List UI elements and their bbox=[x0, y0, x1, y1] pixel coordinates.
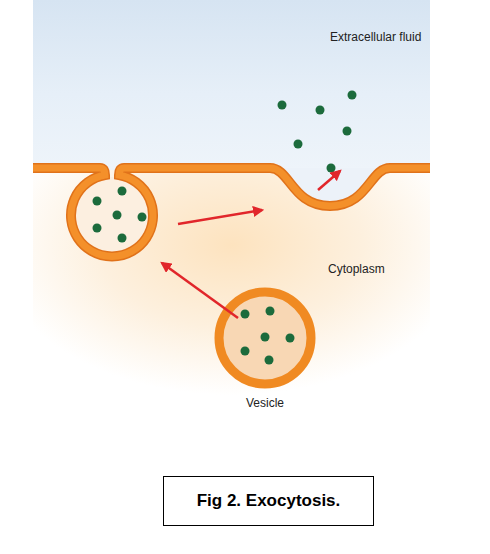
cargo-molecule bbox=[93, 197, 102, 206]
process-arrow bbox=[178, 210, 262, 224]
cargo-molecule bbox=[118, 187, 127, 196]
figure-caption: Fig 2. Exocytosis. bbox=[163, 476, 374, 526]
cargo-molecule bbox=[93, 224, 102, 233]
cargo-molecule bbox=[138, 213, 147, 222]
plasma-membrane-edge bbox=[33, 168, 430, 256]
region-label: Extracellular fluid bbox=[330, 30, 421, 44]
region-label: Cytoplasm bbox=[328, 262, 385, 276]
extracellular-region: Extracellular fluid bbox=[33, 0, 430, 170]
vesicle-membrane bbox=[219, 292, 311, 384]
vesicle-outline bbox=[215, 288, 315, 413]
process-arrow bbox=[162, 263, 238, 318]
cargo-molecule bbox=[113, 211, 122, 220]
released-molecule bbox=[327, 164, 336, 173]
cargo-molecule bbox=[265, 356, 274, 365]
cytoplasm-region: CytoplasmVesicle bbox=[33, 170, 430, 420]
plasma-membrane bbox=[33, 168, 430, 256]
process-arrow bbox=[318, 171, 340, 190]
cargo-molecule bbox=[266, 307, 275, 316]
cargo-molecule bbox=[261, 333, 270, 342]
released-molecule bbox=[343, 127, 352, 136]
membrane-pit-fluid bbox=[270, 168, 390, 206]
released-molecule bbox=[294, 140, 303, 149]
released-molecule bbox=[278, 101, 287, 110]
cargo-molecule bbox=[241, 347, 250, 356]
released-molecule bbox=[316, 106, 325, 115]
cargo-molecule bbox=[118, 234, 127, 243]
fusing-vesicle-lumen bbox=[74, 177, 150, 253]
released-molecule bbox=[348, 91, 357, 100]
vesicle: Vesicle bbox=[215, 288, 315, 413]
cargo-molecule bbox=[286, 334, 295, 343]
vesicle-label: Vesicle bbox=[246, 396, 284, 410]
cargo-molecule bbox=[241, 310, 250, 319]
